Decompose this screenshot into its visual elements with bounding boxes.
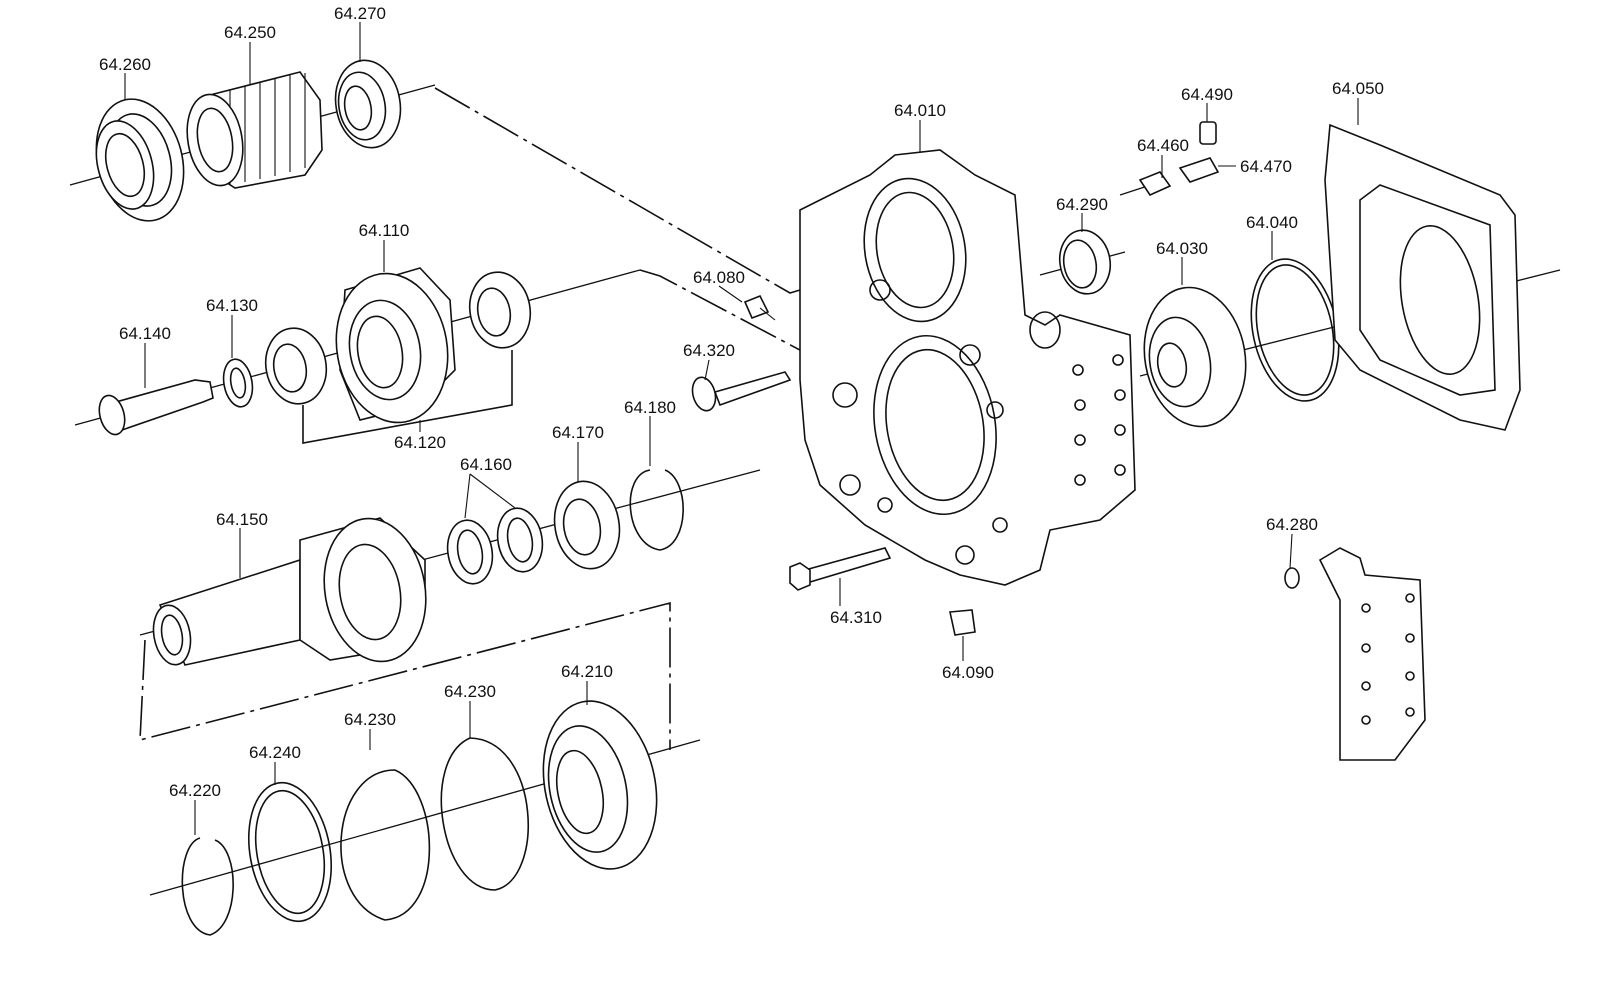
callout-64-130: 64.130 — [206, 296, 258, 315]
callout-64-290: 64.290 — [1056, 195, 1108, 214]
part-64-240-ring — [247, 781, 333, 923]
part-64-460-470-490-fittings — [1138, 121, 1220, 197]
part-64-010-housing — [799, 149, 1136, 586]
callout-64-260: 64.260 — [99, 55, 151, 74]
part-64-090-plug — [949, 609, 976, 636]
part-64-110-gear — [335, 267, 456, 424]
callout-64-210: 64.210 — [561, 662, 613, 681]
callout-64-320: 64.320 — [683, 341, 735, 360]
part-64-310-bolt — [789, 547, 892, 591]
callout-64-160: 64.160 — [460, 455, 512, 474]
part-64-320-screw — [691, 371, 792, 412]
callout-64-080: 64.080 — [693, 268, 745, 287]
part-64-260-bearing — [95, 98, 185, 222]
part-64-030-cover — [1143, 286, 1247, 428]
callout-64-240: 64.240 — [249, 743, 301, 762]
part-64-130-washer — [222, 358, 254, 408]
callout-64-050: 64.050 — [1332, 79, 1384, 98]
callout-64-220: 64.220 — [169, 781, 221, 800]
callout-64-040: 64.040 — [1246, 213, 1298, 232]
callout-64-110: 64.110 — [359, 221, 410, 240]
part-64-230-rings — [340, 737, 529, 921]
callout-64-280: 64.280 — [1266, 515, 1318, 534]
part-64-140-pin — [98, 379, 214, 436]
part-64-290-sleeve — [1058, 229, 1112, 295]
part-64-220-circlip — [181, 837, 234, 936]
callout-64-030: 64.030 — [1156, 239, 1208, 258]
callout-64-140: 64.140 — [119, 324, 171, 343]
callout-64-150: 64.150 — [216, 510, 268, 529]
callout-64-310: 64.310 — [830, 608, 882, 627]
callout-64-230: 64.230 — [444, 682, 496, 701]
callout-64-490: 64.490 — [1181, 85, 1233, 104]
callout-64-010: 64.010 — [894, 101, 946, 120]
part-64-160-rings — [446, 507, 544, 585]
callout-64-170: 64.170 — [552, 423, 604, 442]
part-64-150-gear-shaft — [152, 517, 427, 666]
part-64-170-bearing — [553, 480, 621, 570]
part-64-270-bearing — [334, 59, 402, 149]
part-64-120-needle-bearings — [264, 271, 532, 444]
callout-64-250: 64.250 — [224, 23, 276, 42]
callout-64-470: 64.470 — [1240, 157, 1292, 176]
callout-64-460: 64.460 — [1137, 136, 1189, 155]
callout-64-230: 64.230 — [344, 710, 396, 729]
part-64-080-plug — [743, 294, 776, 321]
callout-64-090: 64.090 — [942, 663, 994, 682]
part-64-050-gasket — [1324, 123, 1521, 431]
part-64-280-cover-plate — [1284, 547, 1426, 761]
part-64-250-gear — [186, 71, 323, 189]
callout-64-180: 64.180 — [624, 398, 676, 417]
callout-64-120: 64.120 — [394, 433, 446, 452]
callout-labels: 64.260 64.250 64.270 64.010 64.490 64.46… — [99, 4, 1384, 800]
part-64-180-snap-ring — [629, 469, 684, 551]
dash-dot-leaders — [139, 87, 816, 750]
callout-leaders — [124, 22, 1359, 835]
part-64-210-bearing — [542, 700, 658, 870]
callout-64-270: 64.270 — [334, 4, 386, 23]
